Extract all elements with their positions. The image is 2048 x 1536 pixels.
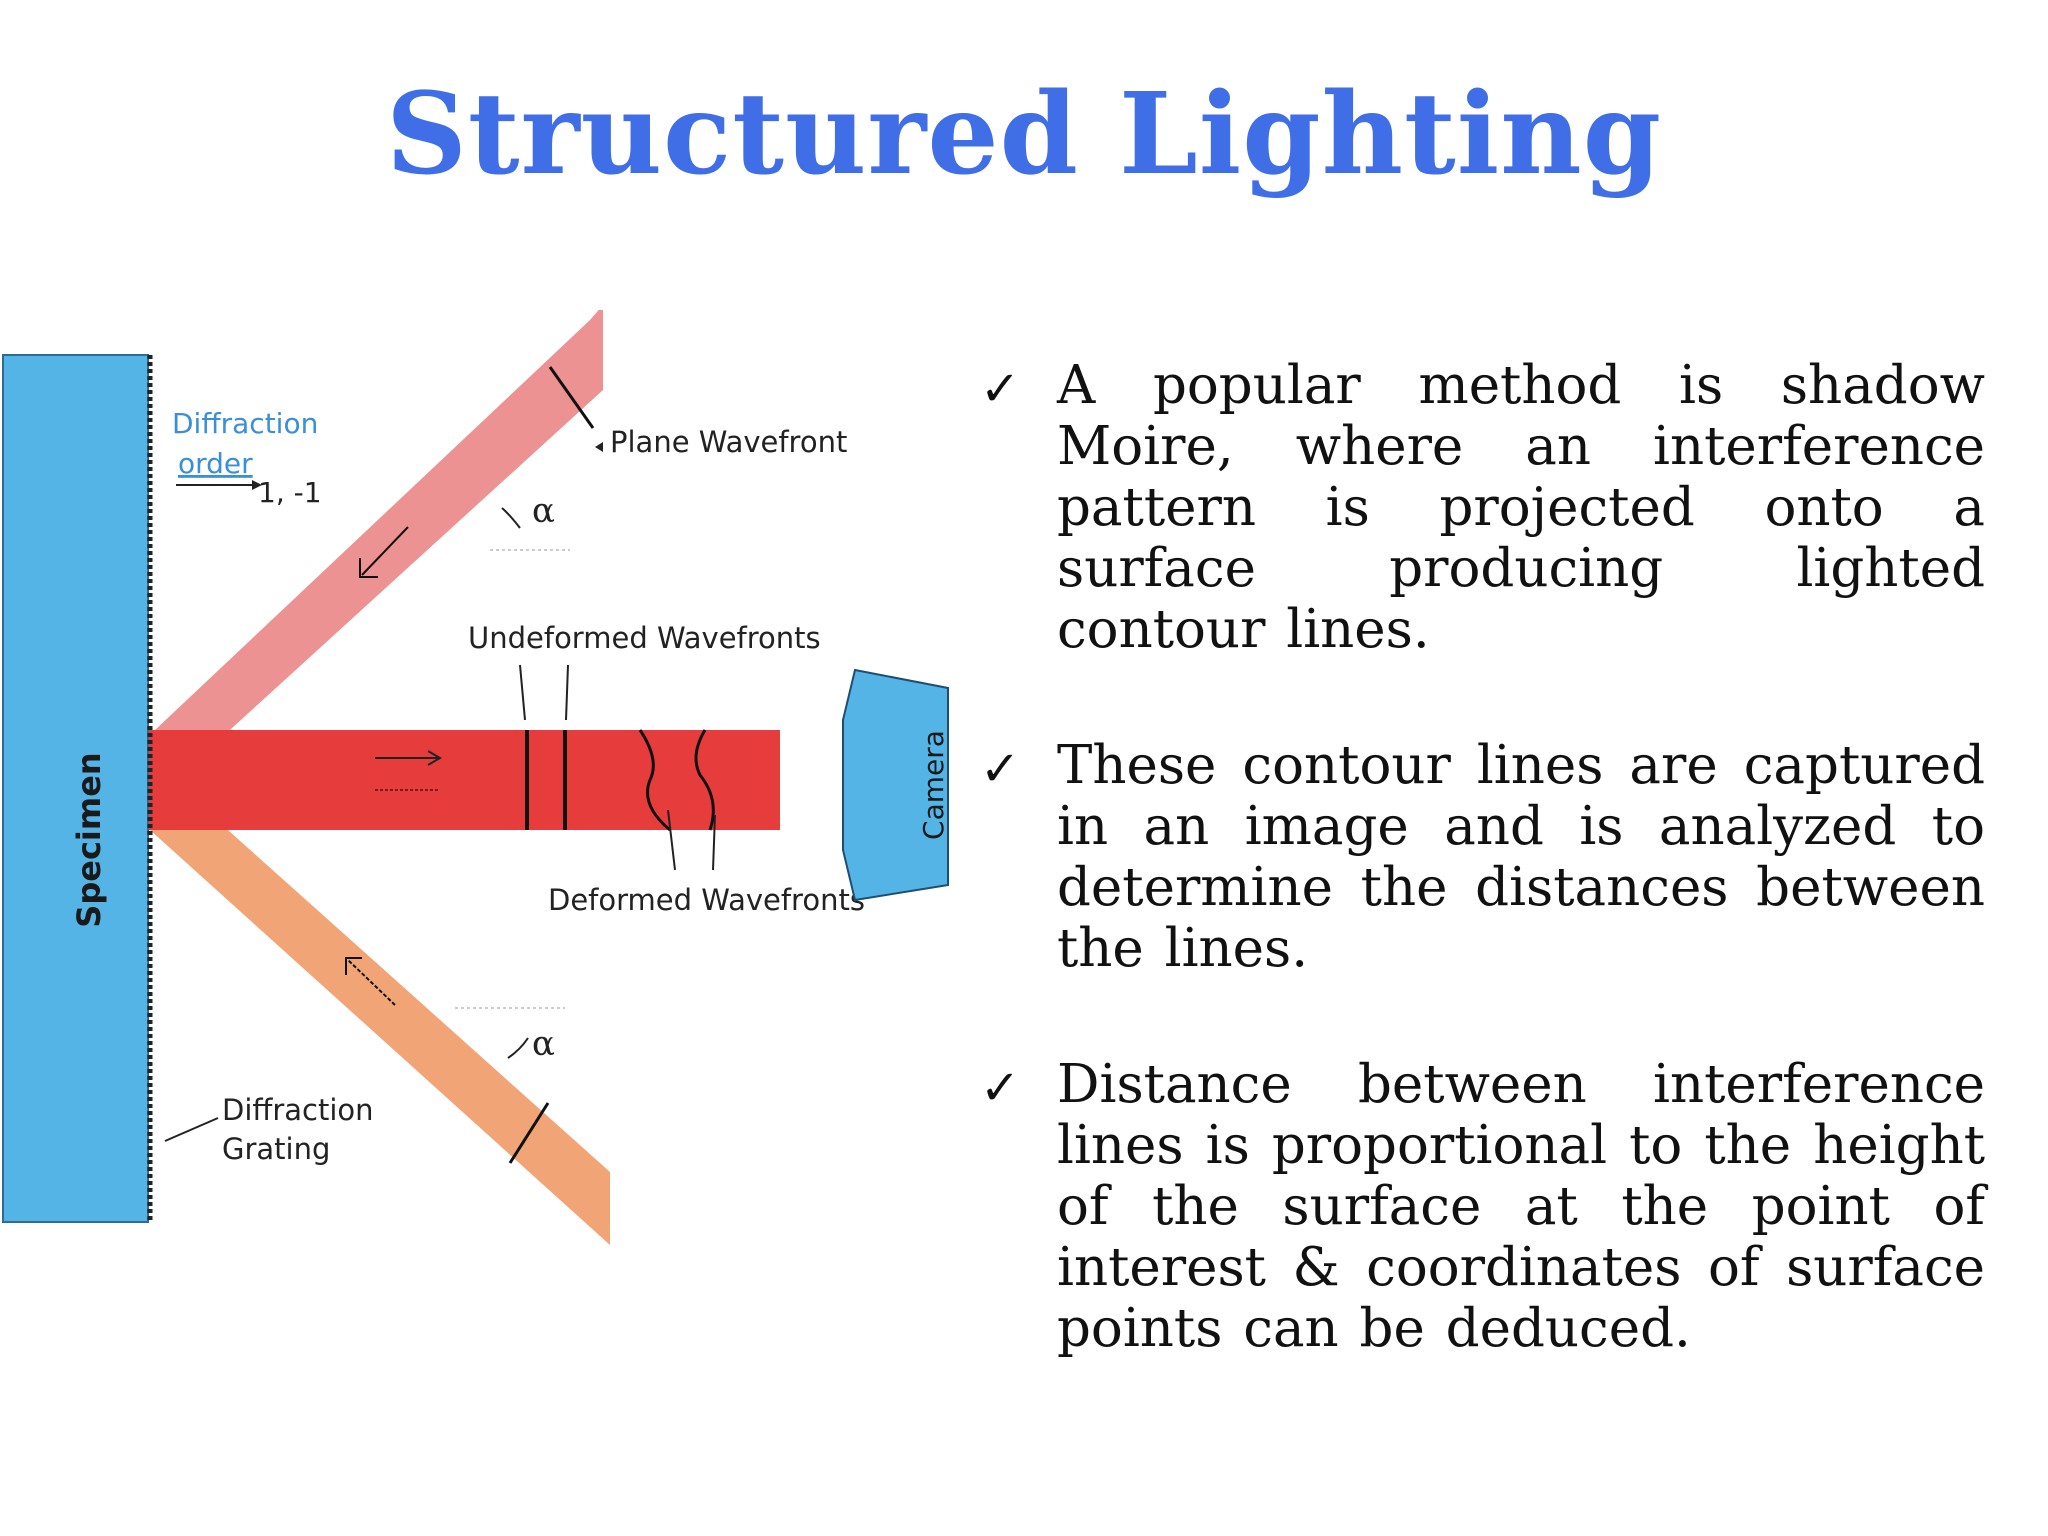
center-beam [148, 730, 780, 830]
deformed-wavefront-2 [694, 729, 715, 831]
bullet-text: Distance between interference lines is p… [1057, 1054, 1985, 1359]
bullet-list: ✓ A popular method is shadow Moire, wher… [980, 355, 1985, 1434]
plane-wavefront-pointer [595, 442, 603, 452]
bullet-item: ✓ Distance between interference lines is… [980, 1054, 1985, 1359]
bullet-text: These contour lines are captured in an i… [1057, 735, 1985, 979]
upper-direction-arrowhead [359, 558, 378, 578]
diffraction-order-arrowhead [252, 480, 262, 490]
diffraction-order-label-line2: order [178, 447, 253, 480]
bullet-text: A popular method is shadow Moire, where … [1057, 355, 1985, 660]
center-arrow-1-head [427, 750, 442, 766]
upper-direction-arrow [361, 526, 409, 576]
camera-body [842, 668, 949, 902]
lower-direction-arrow [347, 959, 396, 1006]
undeformed-pointer-1 [519, 664, 526, 721]
deformed-wavefronts-label: Deformed Wavefronts [548, 883, 865, 917]
undeformed-pointer-2 [565, 664, 569, 721]
structured-lighting-diagram: Specimen Diffraction order 1, -1 Plane W… [2, 310, 950, 1245]
upper-incident-beam [155, 310, 603, 780]
specimen-label: Specimen [70, 752, 108, 927]
upper-alpha-arc [501, 507, 521, 529]
diffraction-order-label-line1: Diffraction [172, 407, 318, 440]
lower-alpha-arc [507, 1037, 529, 1059]
lower-direction-arrowhead [345, 957, 362, 975]
camera-label: Camera [917, 730, 950, 840]
deformed-wavefront-1 [638, 729, 671, 832]
upper-alpha-label: α [532, 491, 555, 531]
check-icon: ✓ [980, 1060, 1021, 1116]
bullet-item: ✓ These contour lines are captured in an… [980, 735, 1985, 979]
plane-wavefront-label: Plane Wavefront [610, 425, 847, 459]
undeformed-wavefronts-label: Undeformed Wavefronts [468, 621, 821, 655]
upper-wavefront-line [548, 366, 595, 429]
grating-pointer [164, 1117, 219, 1142]
check-icon: ✓ [980, 361, 1021, 417]
page-title: Structured Lighting [385, 69, 1663, 200]
specimen-block [2, 354, 149, 1223]
lower-alpha-label: α [532, 1024, 555, 1064]
lower-incident-beam [150, 805, 610, 1245]
lower-wavefront-line [508, 1102, 550, 1164]
deformed-pointer-1 [667, 809, 676, 871]
diffraction-order-values: 1, -1 [258, 476, 322, 509]
grating-label-line2: Grating [222, 1132, 330, 1166]
grating-label-line1: Diffraction [222, 1093, 374, 1127]
deformed-pointer-2 [712, 814, 716, 871]
bullet-item: ✓ A popular method is shadow Moire, wher… [980, 355, 1985, 660]
check-icon: ✓ [980, 741, 1021, 797]
